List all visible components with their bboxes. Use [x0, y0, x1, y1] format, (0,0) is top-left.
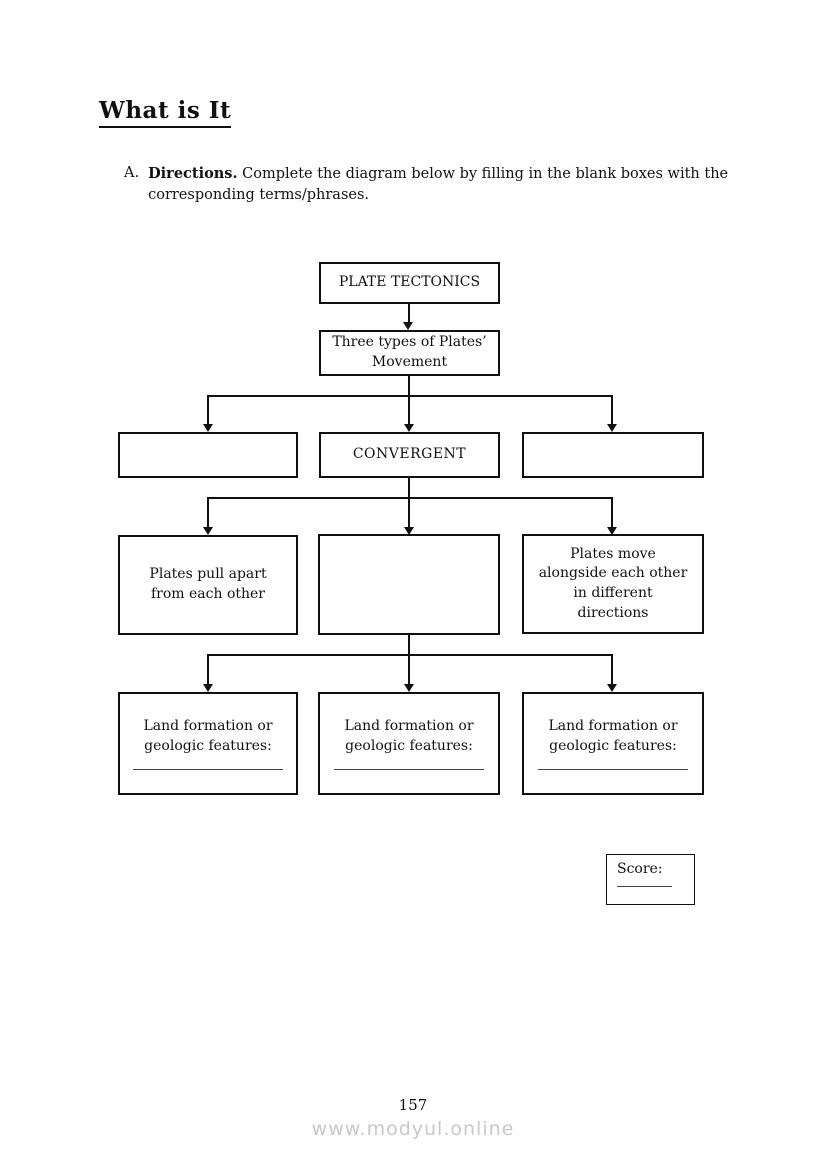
directions-label: Directions. [148, 165, 238, 182]
blank-box-movement-type-right[interactable] [522, 432, 704, 478]
connector-line [408, 395, 410, 424]
flowchart-box-plates-move-alongside: Plates move alongside each other in diff… [522, 534, 704, 634]
box-label: Plates pull apart from each other [149, 566, 267, 602]
page-number: 157 [398, 1096, 428, 1114]
arrow-down-icon [403, 322, 413, 330]
directions-body: Complete the diagram below by filling in… [148, 166, 729, 204]
flowchart-box-land-formation-center: Land formation or geologic features: [318, 692, 500, 795]
connector-line [207, 654, 209, 684]
connector-line [207, 395, 209, 424]
flowchart-box-land-formation-left: Land formation or geologic features: [118, 692, 298, 795]
answer-blank-line[interactable] [133, 769, 283, 771]
connector-line [408, 478, 410, 499]
box-label: Land formation or geologic features: [344, 717, 474, 754]
arrow-down-icon [203, 684, 213, 692]
connector-line [408, 376, 410, 397]
connector-line [207, 395, 613, 397]
score-box: Score: [606, 854, 695, 905]
box-label: CONVERGENT [352, 446, 467, 463]
arrow-down-icon [203, 527, 213, 535]
box-label: Land formation or geologic features: [548, 717, 678, 754]
blank-box-movement-type-left[interactable] [118, 432, 298, 478]
arrow-down-icon [404, 684, 414, 692]
flowchart-box-three-types: Three types of Plates’ Movement [319, 330, 500, 376]
blank-box-convergent-description[interactable] [318, 534, 500, 635]
connector-line [207, 497, 209, 527]
flowchart-box-land-formation-right: Land formation or geologic features: [522, 692, 704, 795]
flowchart-box-convergent: CONVERGENT [319, 432, 500, 478]
score-label: Score: [617, 861, 663, 877]
connector-line [408, 497, 410, 527]
box-label: Plates move alongside each other in diff… [538, 545, 688, 621]
flowchart-box-plates-pull-apart: Plates pull apart from each other [118, 535, 298, 635]
list-marker: A. [124, 165, 140, 181]
box-label: PLATE TECTONICS [338, 274, 481, 291]
directions-paragraph: A. Directions. Complete the diagram belo… [124, 163, 742, 206]
box-label: Three types of Plates’ Movement [332, 334, 487, 370]
answer-blank-line[interactable] [334, 769, 484, 771]
score-blank-line[interactable] [617, 886, 672, 887]
flowchart-box-plate-tectonics: PLATE TECTONICS [319, 262, 500, 304]
arrow-down-icon [404, 527, 414, 535]
connector-line [408, 303, 410, 323]
box-label: Land formation or geologic features: [143, 717, 273, 754]
connector-line [611, 395, 613, 424]
connector-line [408, 654, 410, 684]
arrow-down-icon [607, 424, 617, 432]
connector-line [611, 654, 613, 684]
connector-line [408, 635, 410, 656]
answer-blank-line[interactable] [538, 769, 688, 771]
page-title: What is It [99, 97, 232, 128]
arrow-down-icon [203, 424, 213, 432]
watermark: www.modyul.online [311, 1118, 515, 1140]
connector-line [207, 654, 613, 656]
directions-text: Directions. Complete the diagram below b… [148, 163, 742, 206]
arrow-down-icon [404, 424, 414, 432]
arrow-down-icon [607, 527, 617, 535]
connector-line [611, 497, 613, 527]
connector-line [207, 497, 613, 499]
arrow-down-icon [607, 684, 617, 692]
